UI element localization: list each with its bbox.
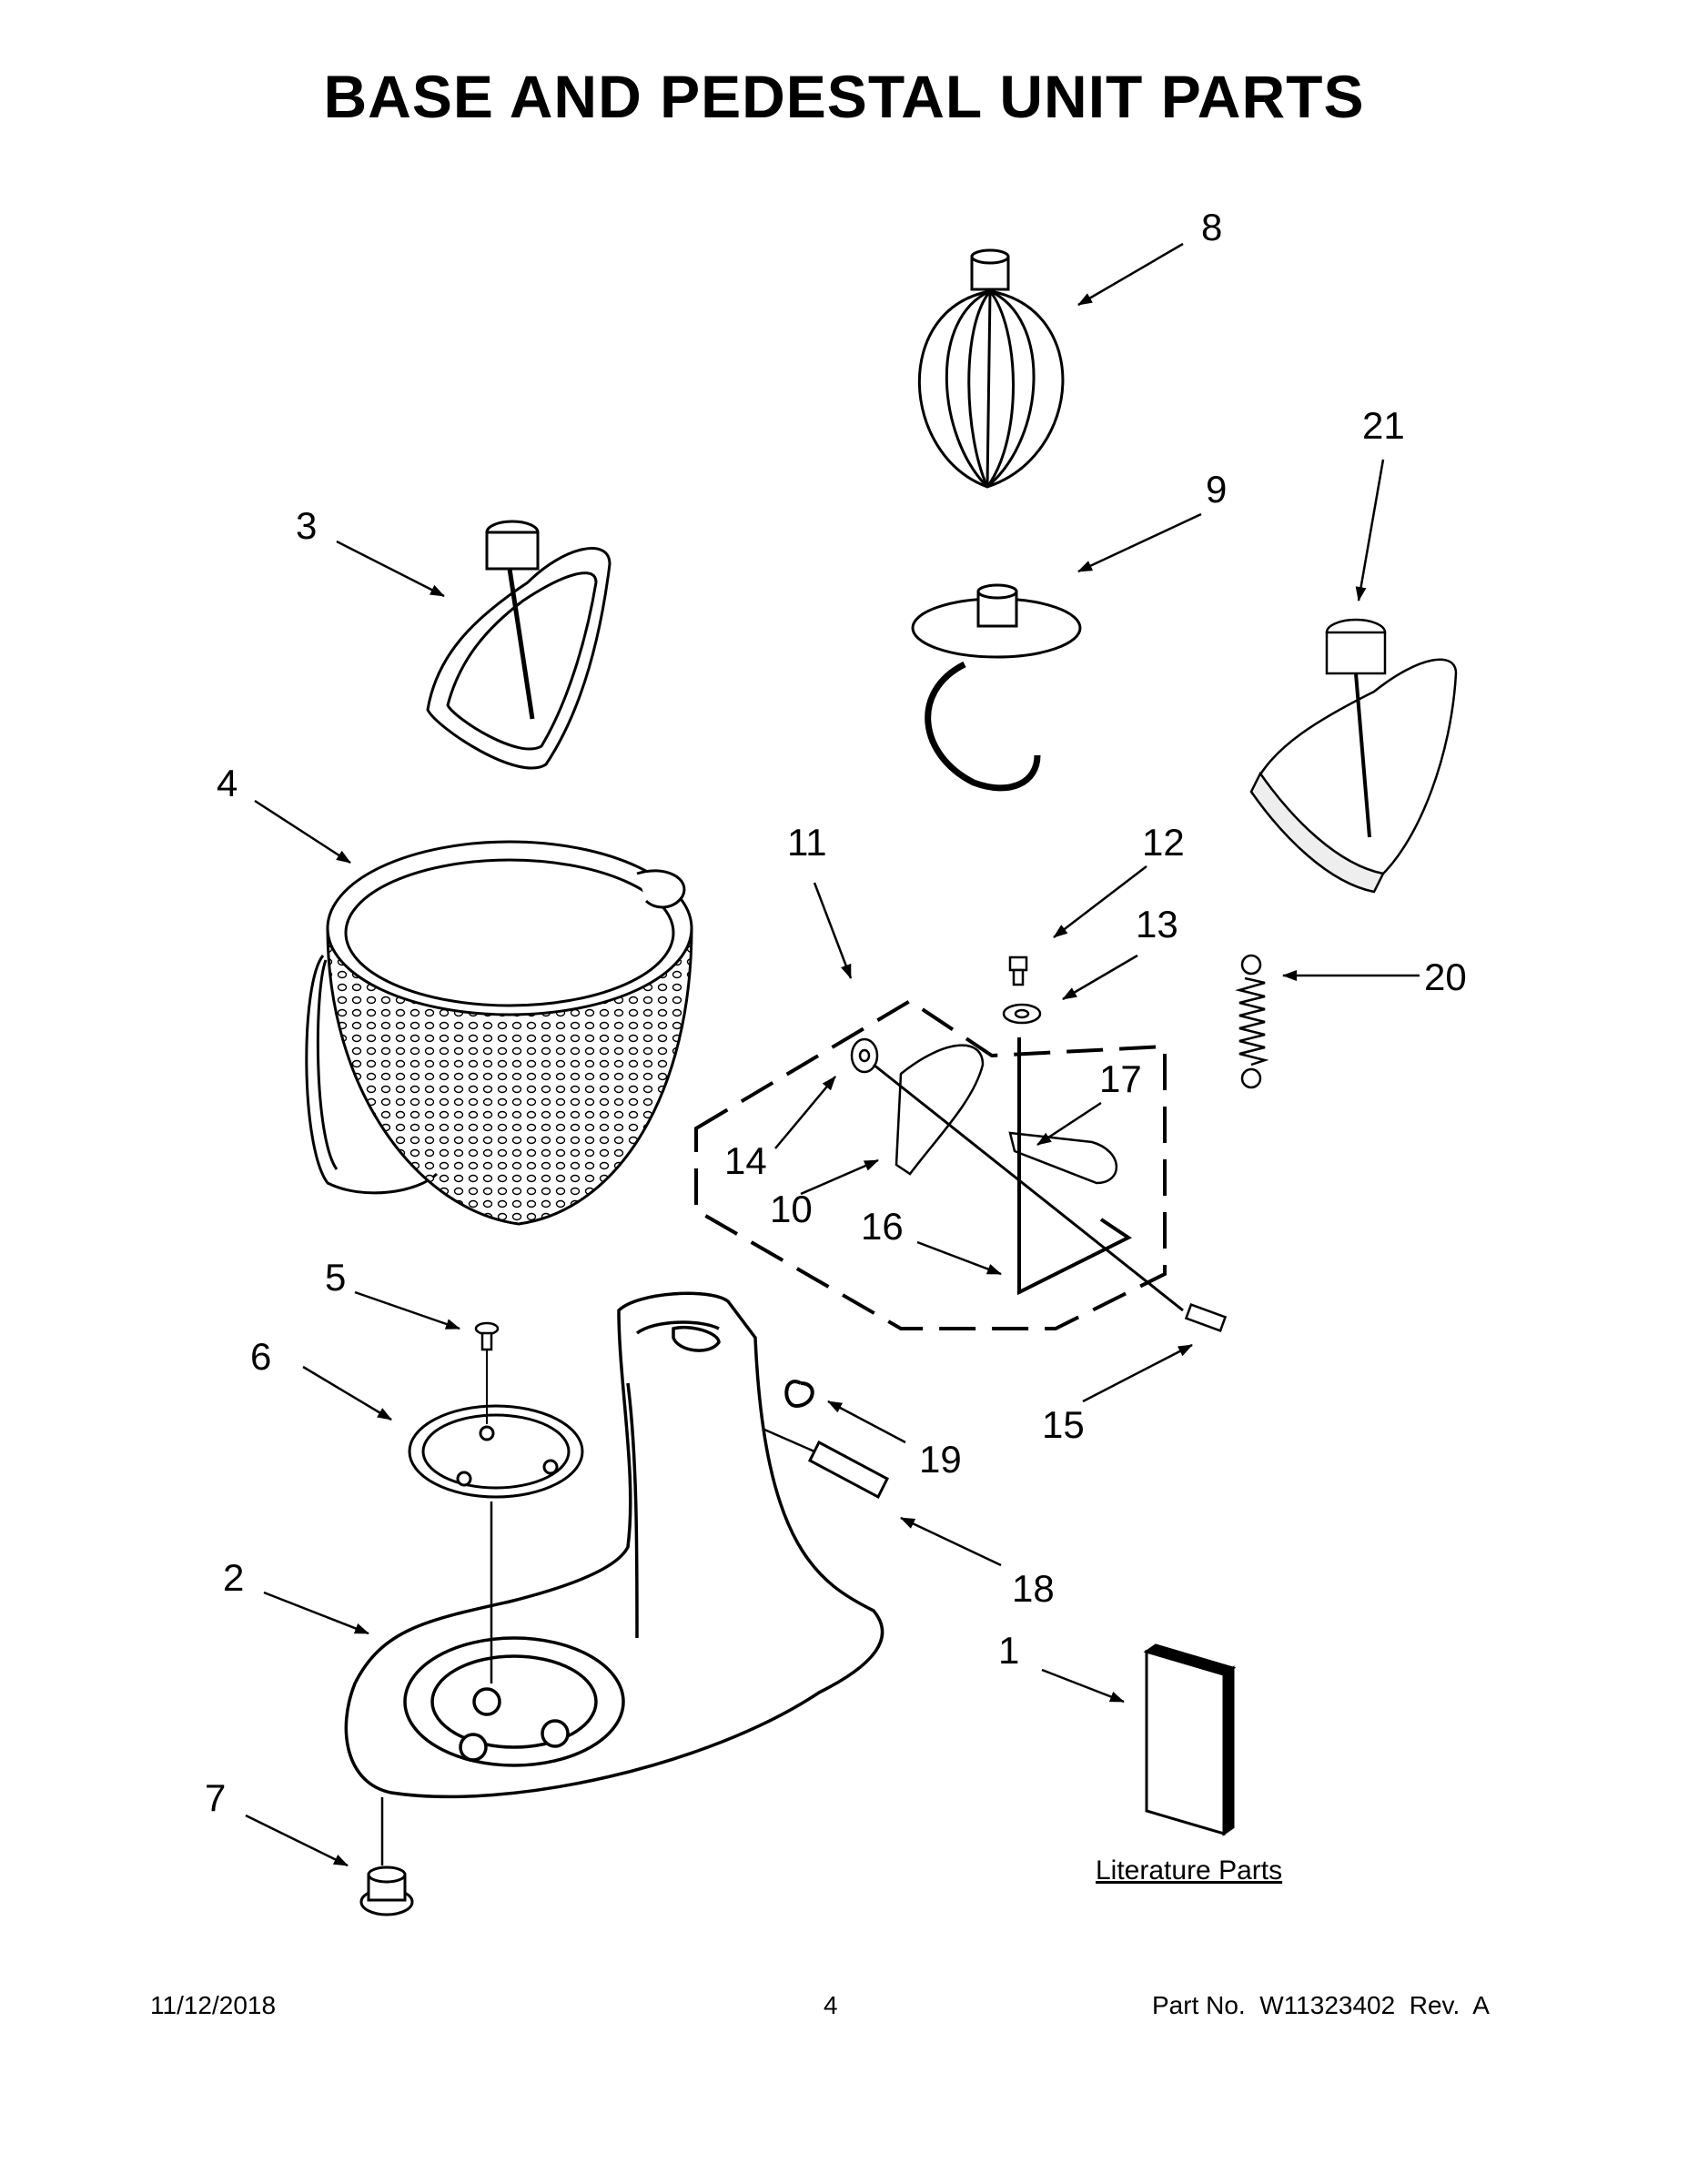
callout-9: 9	[1206, 468, 1227, 511]
callout-5: 5	[325, 1256, 346, 1299]
callout-8: 8	[1201, 206, 1222, 248]
page-title: BASE AND PEDESTAL UNIT PARTS	[323, 63, 1365, 130]
flex-edge-beater-part	[1249, 618, 1458, 894]
bowl-clamping-plate-part	[408, 1338, 584, 1684]
callout-15: 15	[1042, 1403, 1085, 1446]
hinge-assembly-group	[694, 998, 1167, 1330]
callout-14: 14	[724, 1139, 767, 1182]
callout-17: 17	[1099, 1057, 1142, 1100]
callout-1: 1	[998, 1629, 1019, 1672]
callout-7: 7	[205, 1776, 226, 1819]
callout-13: 13	[1136, 903, 1178, 945]
footer-page-number: 4	[824, 1991, 838, 2019]
footer-date: 11/12/2018	[150, 1991, 277, 2019]
callout-11: 11	[787, 821, 827, 864]
hinge-hardware-parts	[850, 956, 1228, 1332]
callout-12: 12	[1142, 821, 1185, 864]
foot-part	[359, 1797, 414, 1916]
footer-part-number: Part No. W11323402 Rev. A	[1152, 1991, 1490, 2019]
callout-16: 16	[861, 1205, 904, 1248]
callout-10: 10	[770, 1188, 813, 1230]
callout-3: 3	[296, 504, 317, 547]
pedestal-base-part	[344, 1291, 884, 1799]
callout-19: 19	[919, 1438, 962, 1481]
callout-20: 20	[1424, 956, 1467, 998]
callout-18: 18	[1012, 1567, 1055, 1610]
dough-hook-part	[911, 583, 1082, 792]
leader-arrows	[245, 242, 1420, 1867]
mixing-bowl-part	[305, 840, 693, 1226]
literature-part	[1143, 1643, 1237, 1836]
callout-2: 2	[223, 1556, 244, 1599]
callout-4: 4	[217, 762, 238, 804]
screw-part	[474, 1321, 500, 1351]
literature-parts-label: Literature Parts	[1096, 1855, 1282, 1886]
flat-beater-part	[426, 520, 612, 770]
callout-6: 6	[250, 1335, 271, 1378]
spring-part	[1235, 954, 1269, 1089]
callout-21: 21	[1362, 404, 1405, 447]
callout-labels: 8 21 9 3 4 11 12 13 20 17 14 10 16 15 19…	[205, 206, 1467, 1886]
clip-part	[784, 1380, 814, 1409]
wire-whip-part	[917, 248, 1065, 489]
